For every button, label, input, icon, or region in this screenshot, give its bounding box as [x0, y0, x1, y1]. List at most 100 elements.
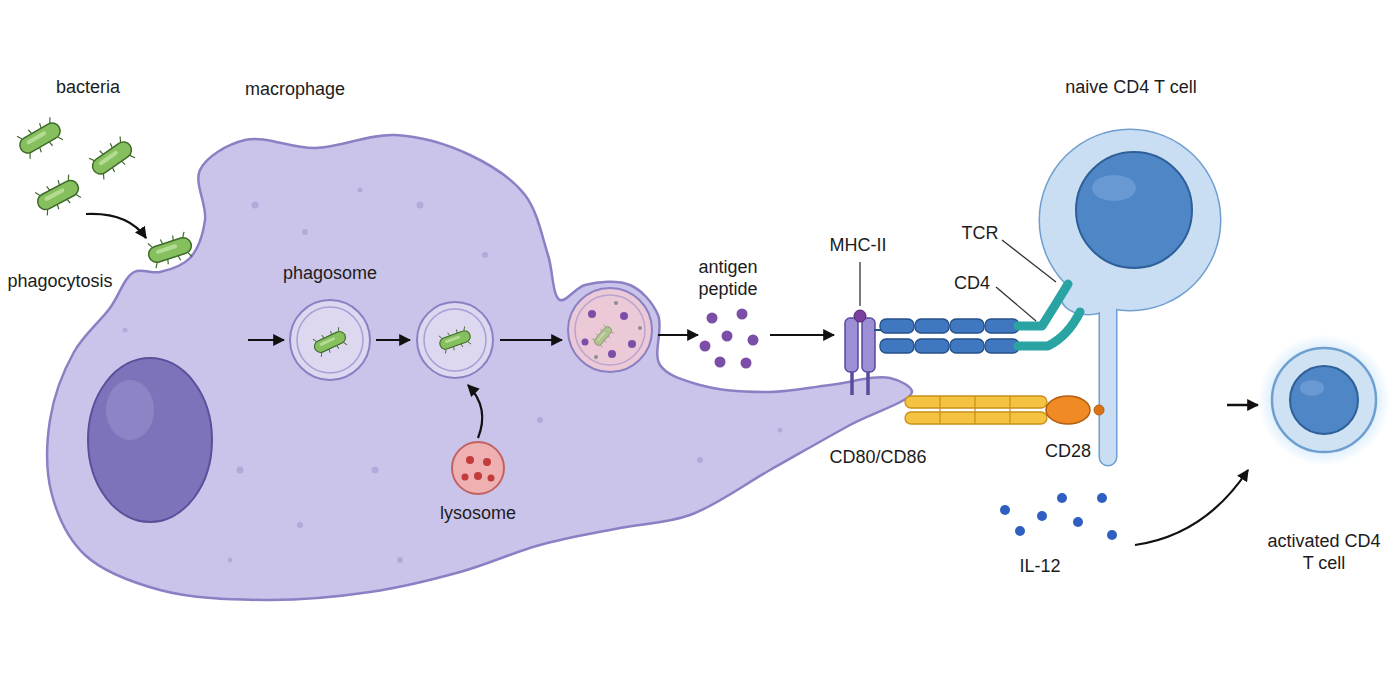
peptide-dot	[741, 358, 752, 369]
part-label: TCR	[962, 222, 999, 244]
label-holder: antigen peptide	[683, 256, 773, 300]
cytokine-dot	[1037, 511, 1047, 521]
t-cell-membrane	[1272, 348, 1376, 452]
tcr-domain	[950, 339, 984, 353]
peptide-dot	[722, 331, 733, 342]
label-holder: MHC-II	[830, 234, 887, 256]
t-cell-membrane	[1040, 130, 1220, 310]
enzyme-dot	[488, 475, 495, 482]
cell-drawing	[290, 300, 370, 380]
granule	[372, 467, 379, 474]
granule	[228, 558, 233, 563]
tcr-domain	[950, 319, 984, 333]
part-label: MHC-II	[830, 234, 887, 256]
t-cell-membrane	[1100, 280, 1116, 465]
granule	[482, 252, 488, 258]
phagolysosome	[568, 288, 652, 372]
naive-t-cell: naive CD4 T cell	[1035, 72, 1227, 472]
cd4-molecule	[1018, 312, 1080, 346]
cell-label: lysosome	[440, 502, 516, 524]
part-label: IL-12	[1019, 555, 1060, 577]
label-holder: CD4	[954, 272, 990, 294]
cell-label: activated CD4 T cell	[1262, 530, 1386, 574]
cd28-molecule	[1046, 396, 1090, 424]
enzyme-dot	[474, 472, 482, 480]
cytokine-dot	[1000, 505, 1010, 515]
granule	[302, 229, 308, 235]
enzyme-dot	[466, 456, 474, 464]
cytokine-dot	[1073, 517, 1083, 527]
cell-label: phagosome	[283, 262, 377, 284]
peptide-dot	[620, 312, 628, 320]
phagosome-vesicle: phagosome	[275, 262, 385, 384]
peptide-dot	[737, 309, 748, 320]
mhc-chain	[862, 318, 875, 372]
part-label: CD28	[1045, 440, 1091, 462]
t-cell-nucleus	[1076, 152, 1192, 268]
label-holder: TCR	[962, 222, 999, 244]
cell-drawing	[452, 442, 504, 494]
cell-label: macrophage	[245, 78, 345, 100]
granule	[537, 417, 543, 423]
bacterial-fragment	[591, 323, 615, 348]
bacterium	[437, 326, 473, 354]
peptide-dot	[700, 341, 711, 352]
macrophage-cell: macrophage phagosome lysosome	[15, 70, 915, 600]
phagolysosome-inner-membrane	[575, 295, 645, 365]
cytokine-arrow	[1135, 470, 1248, 545]
activated-t-cell: activated CD4 T cell	[1258, 338, 1390, 578]
activation-glow	[1258, 334, 1390, 466]
label-holder: CD80/CD86	[829, 446, 926, 468]
step-arrow	[500, 339, 562, 341]
nucleus-highlight	[1092, 175, 1136, 201]
peptide-dot	[582, 339, 589, 346]
peptide-dot	[588, 310, 596, 318]
phagosome-inner-membrane	[424, 309, 486, 371]
cytokine-dot	[1057, 493, 1067, 503]
enzyme-dot	[462, 474, 469, 481]
cell-drawing	[1040, 130, 1220, 465]
label-holder: IL-12	[1019, 555, 1060, 577]
granule	[697, 457, 703, 463]
lysosome-membrane	[452, 442, 504, 494]
bacterium	[32, 173, 83, 217]
part-label: phagocytosis	[7, 270, 112, 292]
lysosome-vesicle: lysosome	[430, 440, 526, 540]
peptide-dot	[748, 335, 759, 346]
granule	[358, 188, 363, 193]
part-label: bacteria	[56, 76, 120, 98]
peptide-dot	[628, 340, 636, 348]
label-holder: phagocytosis	[7, 270, 112, 292]
cd28-anchor	[1094, 405, 1104, 415]
activation-arrow	[1227, 404, 1258, 407]
nucleus-highlight	[106, 380, 154, 440]
enzyme-dot	[483, 458, 491, 466]
cd80-cd86-molecule	[905, 412, 1047, 424]
macrophage-nucleus	[88, 358, 212, 522]
leader-line	[859, 262, 860, 306]
nucleus-highlight	[1300, 380, 1324, 396]
step-arrow	[248, 339, 284, 341]
cd4-molecule	[1018, 284, 1068, 326]
granule	[417, 202, 424, 209]
debris	[614, 301, 618, 305]
granule	[297, 522, 303, 528]
granule	[237, 467, 244, 474]
cell-drawing	[47, 135, 912, 600]
label-holder: bacteria	[56, 76, 120, 98]
phagosome-fusing	[417, 302, 493, 378]
domain-marks	[940, 396, 1010, 424]
mhc-chain	[845, 318, 858, 372]
part-label: CD80/CD86	[829, 446, 926, 468]
phagosome-membrane	[290, 300, 370, 380]
tcr-domain	[880, 319, 914, 333]
bacterium	[87, 135, 138, 182]
peptide-dot	[707, 313, 718, 324]
phagosome-inner-membrane	[297, 307, 363, 373]
tcr-domain	[915, 319, 949, 333]
part-label: CD4	[954, 272, 990, 294]
cytokine-dot	[1107, 530, 1117, 540]
cell-outline	[430, 440, 526, 540]
peptide-dot	[608, 350, 616, 358]
